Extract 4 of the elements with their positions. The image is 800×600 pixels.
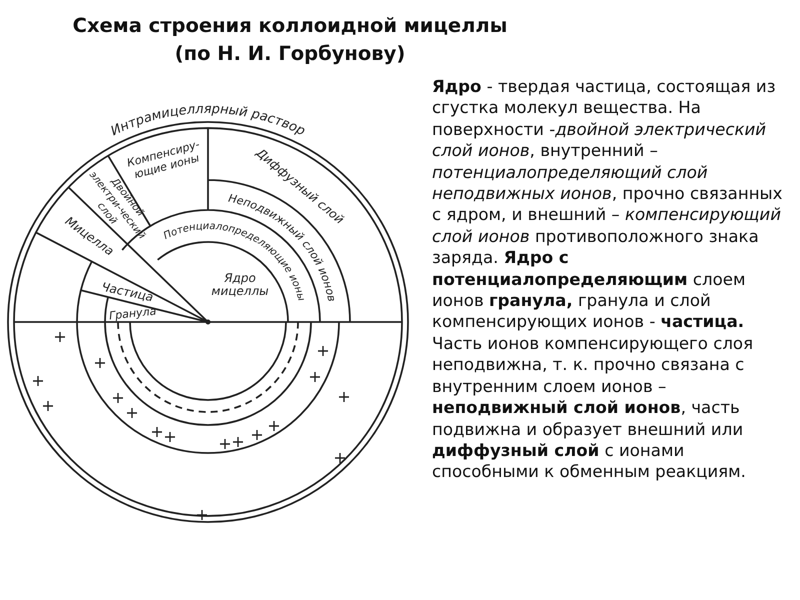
region-label: Частица bbox=[100, 280, 154, 304]
description-text: Ядро - твердая частица, состоящая из сгустка молекул вещества. На поверхности -двойной электрический слой ионов, внутренний – потенциалопределяющий слой неподвижных ионов, прочно связанных с ядром, и внешний – компенсирующий слой ионов противоположного знака заряда. Ядро с потенциалопределяющим слоем ионов гранула, гранула и слой компенсирующих ионов - частица. Часть ионов компенсирующего слоя неподвижна, т. к. прочно связана с внутренним слоем ионов – неподвижный слой ионов, часть подвижна и образует внешний или диффузный слой с ионами способными к обменным реакциям. bbox=[432, 76, 784, 483]
title: Схема строения коллоидной мицеллы (по Н. И. Горбунову) bbox=[72, 13, 508, 67]
region-label: Гранула bbox=[108, 304, 158, 322]
